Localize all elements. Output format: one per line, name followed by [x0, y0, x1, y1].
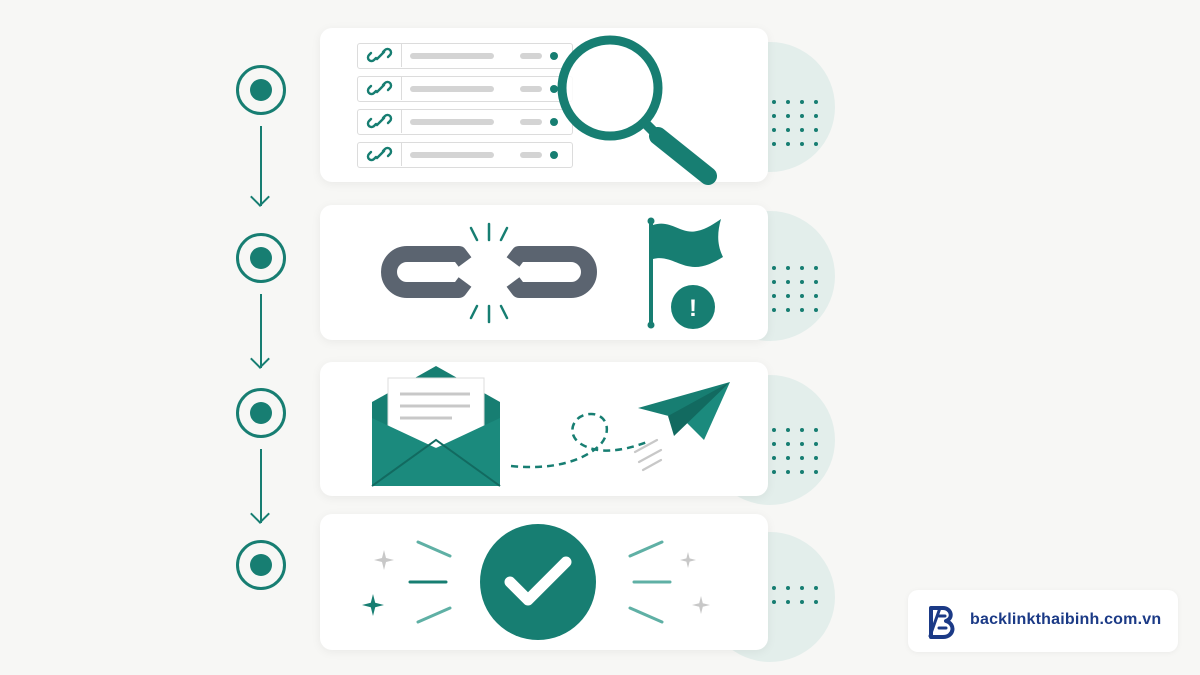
exclamation-icon: ! — [671, 285, 715, 329]
down-arrow-icon — [250, 126, 271, 210]
list-item — [357, 142, 573, 168]
flag-icon — [647, 217, 723, 329]
down-arrow-icon — [250, 449, 271, 525]
link-icon — [366, 146, 393, 162]
decor-dots — [772, 266, 818, 312]
sparkle-icon — [680, 552, 696, 568]
broken-chain-icon — [381, 222, 597, 324]
checkmark-icon — [480, 524, 596, 640]
list-item — [357, 109, 573, 135]
step-node-4 — [236, 540, 286, 590]
link-icon — [366, 80, 393, 96]
decor-dots — [772, 428, 818, 474]
list-item — [357, 43, 573, 69]
brand-badge[interactable]: backlinkthaibinh.com.vn — [908, 590, 1178, 652]
burst-lines — [408, 540, 672, 624]
paper-plane-icon — [638, 382, 730, 440]
link-icon — [366, 47, 393, 63]
brand-logo-icon — [928, 606, 955, 639]
decor-dots — [772, 100, 818, 146]
exclamation-badge-text: ! — [689, 295, 697, 322]
decor-dots — [772, 586, 818, 604]
step-node-1 — [236, 65, 286, 115]
sparkle-icon — [374, 550, 394, 570]
link-icon — [366, 113, 393, 129]
step-node-3 — [236, 388, 286, 438]
down-arrow-icon — [250, 294, 271, 370]
magnifying-glass-icon — [557, 35, 717, 185]
list-item — [357, 76, 573, 102]
sparkle-icon — [692, 596, 710, 614]
dashed-trail — [510, 412, 663, 472]
sparkle-icon — [362, 594, 384, 616]
step-node-2 — [236, 233, 286, 283]
brand-site-name: backlinkthaibinh.com.vn — [970, 611, 1162, 628]
envelope-icon — [371, 366, 501, 487]
